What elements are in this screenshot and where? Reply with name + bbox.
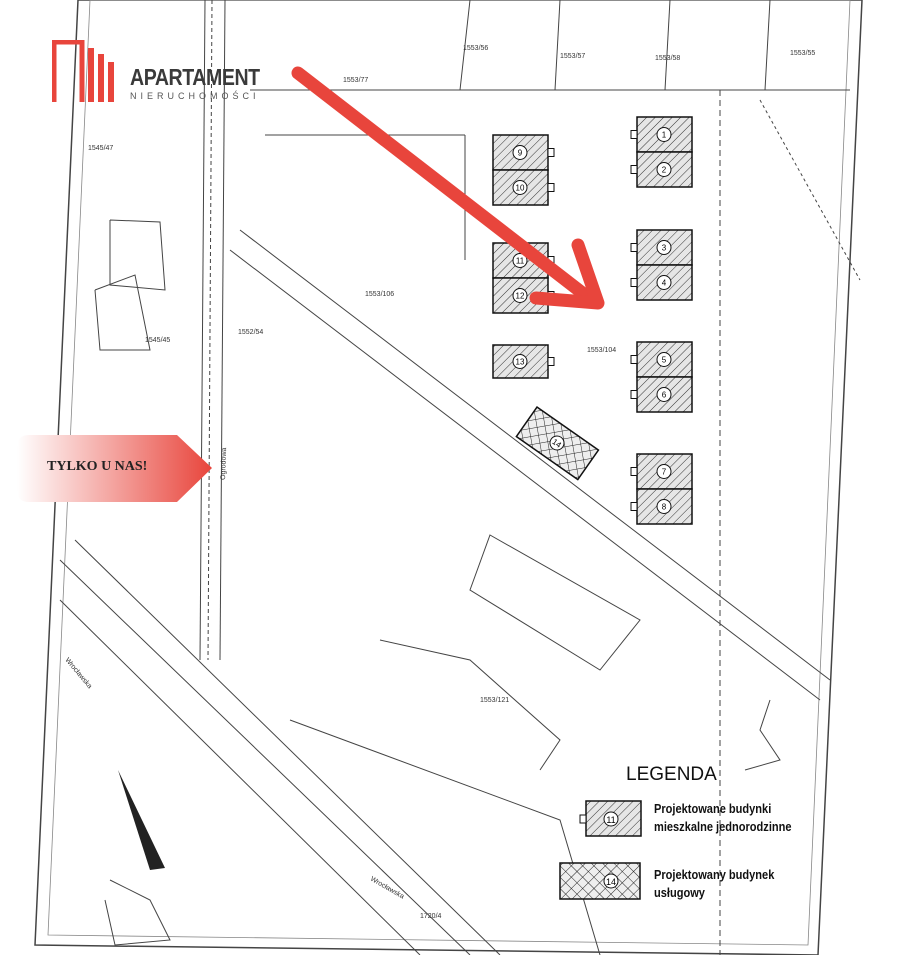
svg-text:1553/104: 1553/104 bbox=[587, 347, 616, 354]
building-4: 4 bbox=[630, 264, 693, 301]
building-number: 10 bbox=[516, 184, 525, 193]
north-arrow-icon bbox=[118, 770, 165, 870]
logo-subtitle: NIERUCHOMOŚCI bbox=[130, 91, 260, 101]
svg-text:1720/4: 1720/4 bbox=[420, 913, 442, 920]
svg-text:1553/121: 1553/121 bbox=[480, 697, 509, 704]
building-number: 12 bbox=[516, 292, 525, 301]
building-number: 3 bbox=[662, 244, 667, 253]
svg-text:1553/106: 1553/106 bbox=[365, 291, 394, 298]
legend-symbol-service: 14 bbox=[559, 862, 641, 900]
logo-title: APARTAMENT bbox=[130, 64, 260, 90]
logo-bars-icon bbox=[52, 40, 114, 102]
svg-text:1553/58: 1553/58 bbox=[655, 55, 680, 62]
legend-symbol-residential: 11 bbox=[579, 800, 642, 837]
building-number: 6 bbox=[662, 391, 667, 400]
legend-title: LEGENDA bbox=[626, 764, 717, 785]
svg-text:1552/54: 1552/54 bbox=[238, 329, 263, 336]
building-number: 7 bbox=[662, 468, 667, 477]
svg-text:11: 11 bbox=[606, 815, 615, 825]
svg-text:1553/55: 1553/55 bbox=[790, 50, 815, 57]
building-5: 5 bbox=[630, 341, 693, 378]
building-service: 14 bbox=[515, 405, 600, 481]
building-number: 2 bbox=[662, 166, 667, 175]
svg-text:1545/45: 1545/45 bbox=[145, 337, 170, 344]
svg-text:14: 14 bbox=[606, 877, 616, 887]
svg-text:Ogrodowa: Ogrodowa bbox=[220, 447, 228, 480]
building-13: 13 bbox=[492, 344, 555, 379]
building-number: 4 bbox=[662, 279, 667, 288]
building-7: 7 bbox=[630, 453, 693, 490]
building-6: 6 bbox=[630, 376, 693, 413]
building-1: 1 bbox=[630, 116, 693, 153]
svg-text:1545/47: 1545/47 bbox=[88, 145, 113, 152]
building-2: 2 bbox=[630, 151, 693, 188]
building-8: 8 bbox=[630, 488, 693, 525]
building-number: 13 bbox=[516, 358, 525, 367]
building-10: 10 bbox=[492, 169, 555, 206]
svg-text:1553/77: 1553/77 bbox=[343, 77, 368, 84]
building-3: 3 bbox=[630, 229, 693, 266]
badge-text: TYLKO U NAS! bbox=[47, 459, 148, 474]
red-arrow-icon bbox=[291, 66, 605, 310]
road-lines bbox=[59, 0, 861, 955]
building-number: 5 bbox=[662, 356, 667, 365]
svg-text:1553/56: 1553/56 bbox=[463, 45, 488, 52]
building-number: 11 bbox=[516, 257, 525, 266]
building-number: 9 bbox=[518, 149, 523, 158]
svg-text:1553/57: 1553/57 bbox=[560, 53, 585, 60]
exclusive-badge: TYLKO U NAS! bbox=[17, 435, 212, 502]
building-number: 1 bbox=[662, 131, 667, 140]
building-9: 9 bbox=[492, 134, 555, 171]
building-number: 8 bbox=[662, 503, 667, 512]
company-logo: APARTAMENT NIERUCHOMOŚCI bbox=[52, 40, 272, 104]
